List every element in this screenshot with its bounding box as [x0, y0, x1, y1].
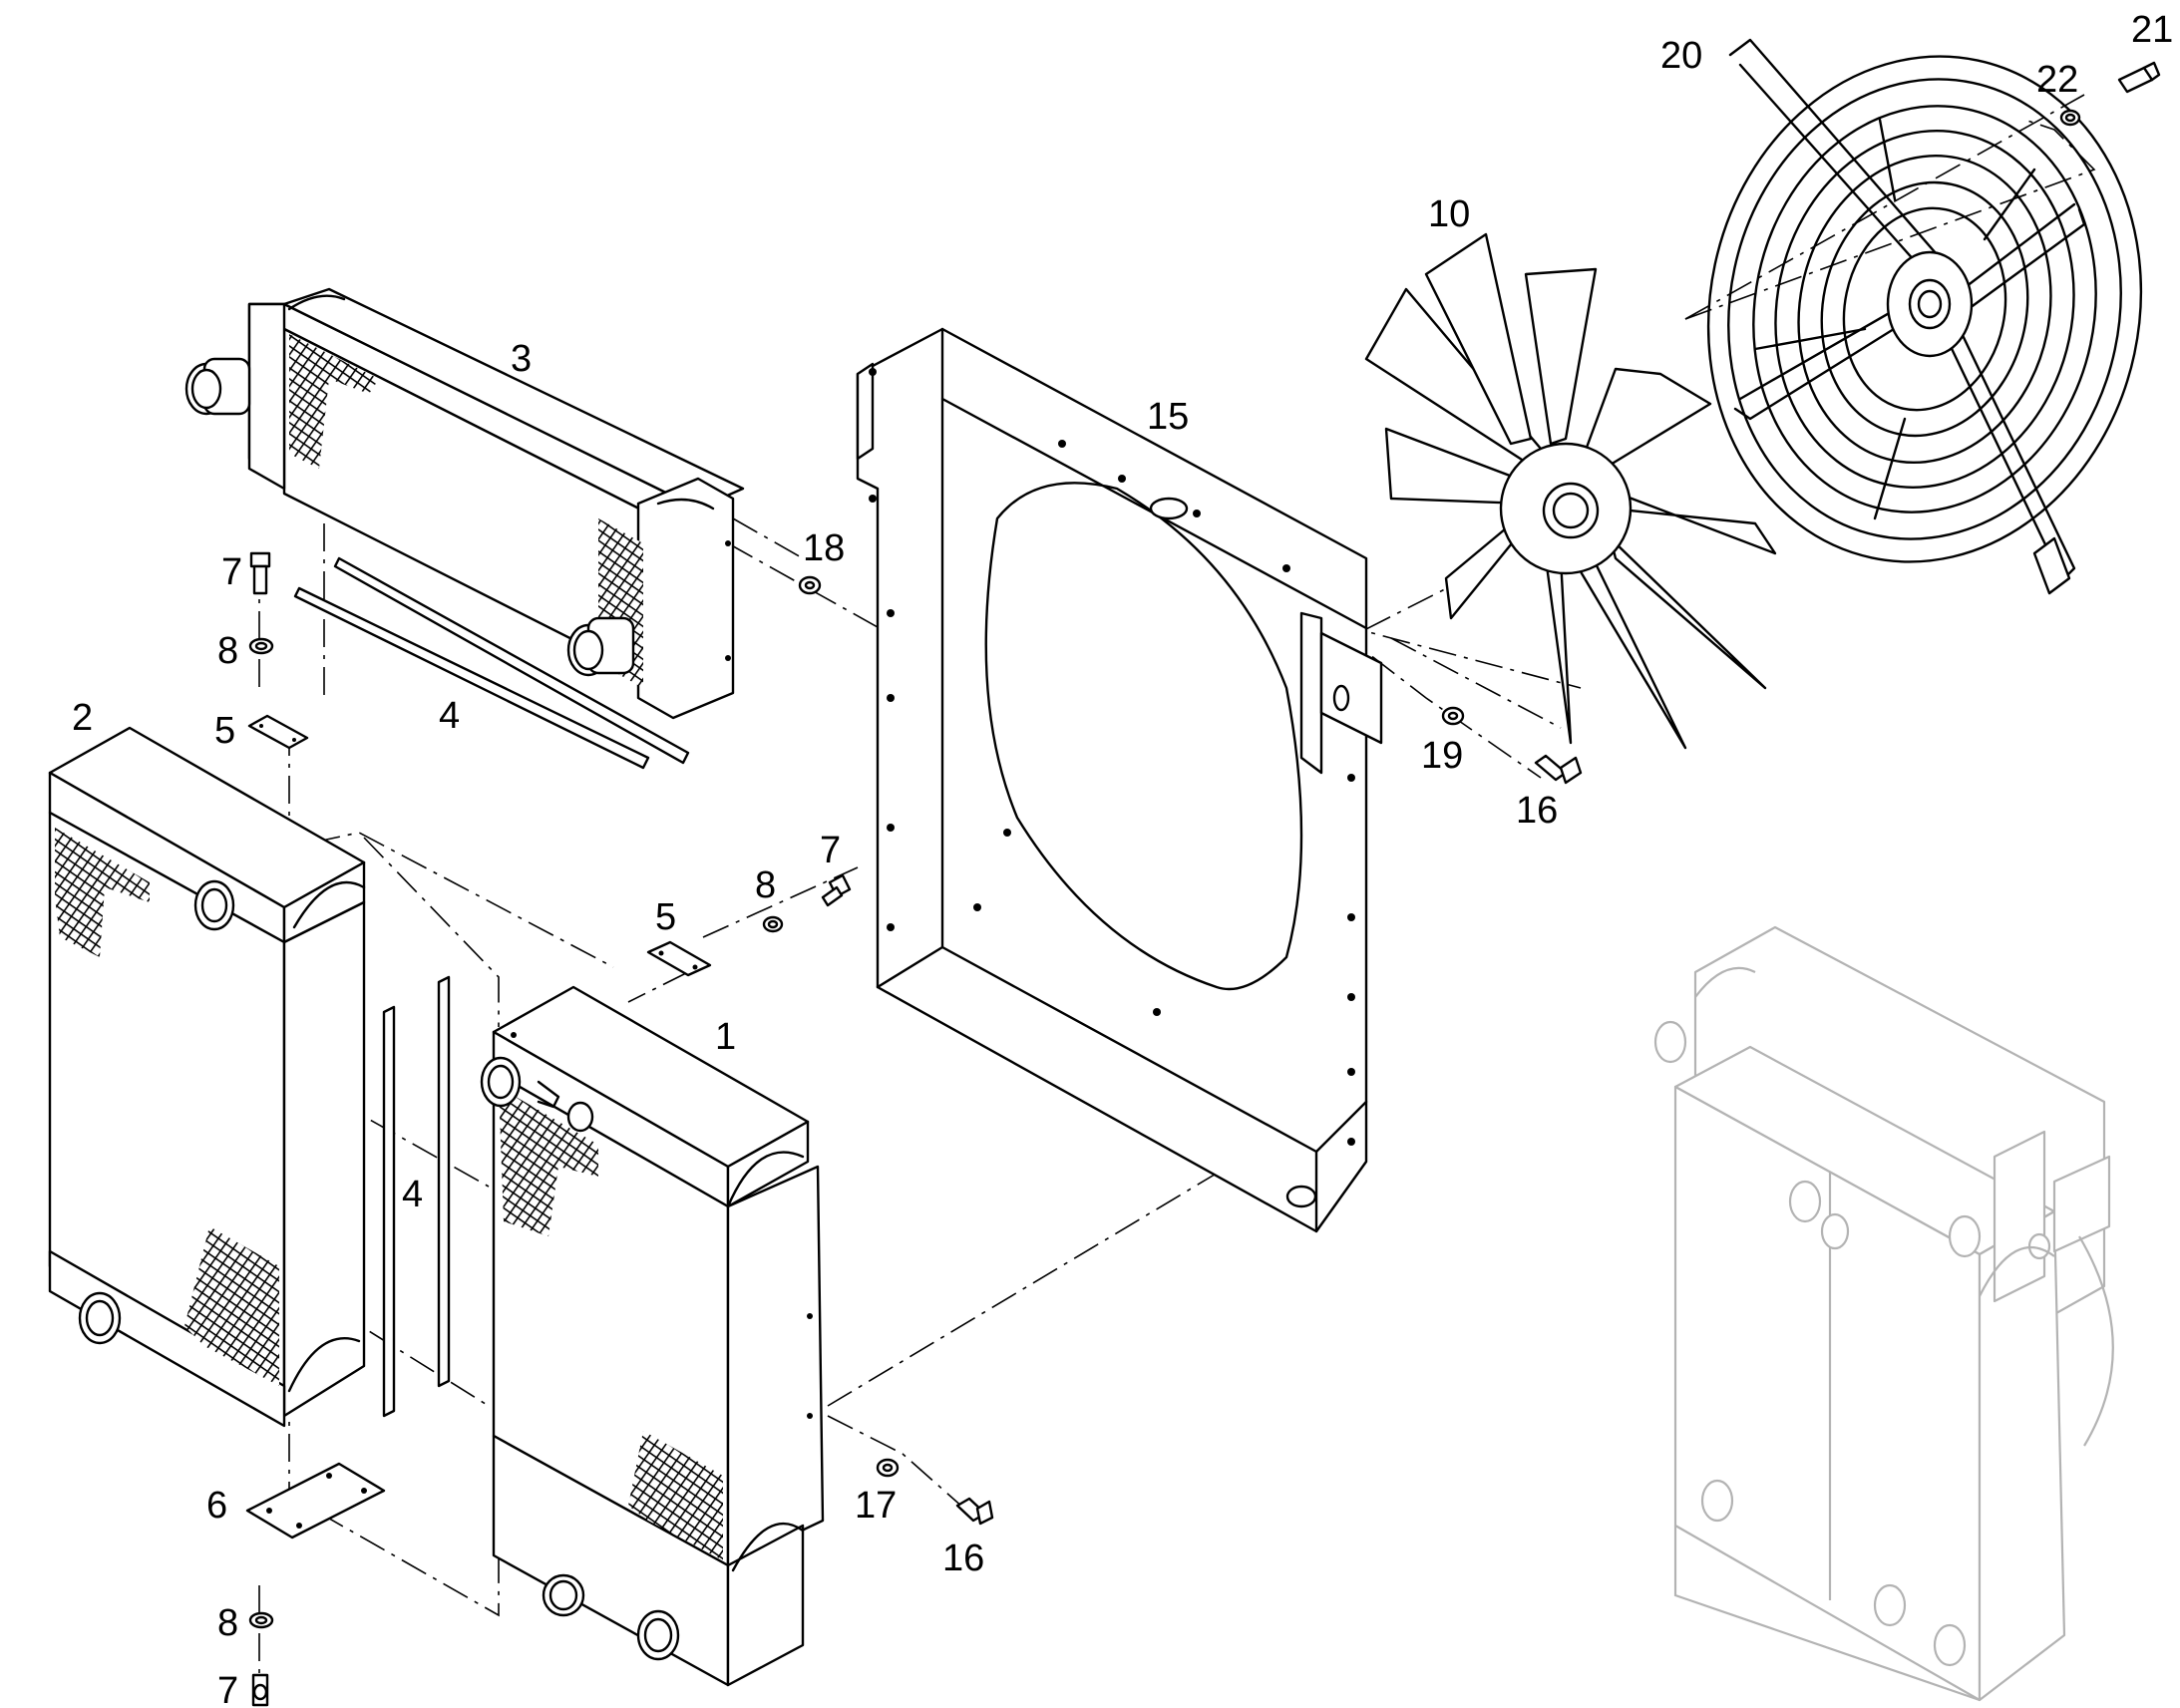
seal-strip-part-4-upper — [293, 556, 690, 770]
callout-7-lower: 7 — [217, 1670, 238, 1708]
callout-10: 10 — [1428, 193, 1470, 235]
callout-16-lower: 16 — [942, 1537, 984, 1579]
callout-16-right: 16 — [1516, 790, 1558, 832]
hardware — [245, 61, 2161, 1707]
callout-4-upper: 4 — [439, 695, 460, 737]
callout-19: 19 — [1421, 735, 1463, 777]
callout-3: 3 — [511, 338, 532, 380]
callout-5-upper: 5 — [214, 710, 235, 752]
callout-4-lower: 4 — [402, 1174, 423, 1215]
fan-shroud-part-15 — [856, 327, 1383, 1233]
callout-labels: 20 21 22 10 15 3 18 7 8 5 4 2 19 16 7 8 … — [72, 9, 2173, 1708]
callout-22: 22 — [2036, 59, 2078, 101]
assembled-view-ghost — [1653, 925, 2114, 1702]
seal-strip-part-4-vertical — [382, 975, 451, 1418]
callout-8-upper: 8 — [217, 630, 238, 672]
callout-7-middle: 7 — [820, 830, 841, 871]
fan-part-10 — [1364, 232, 1777, 750]
callout-7-upper: 7 — [221, 551, 242, 593]
fan-guard-part-20 — [1706, 38, 2143, 595]
callout-15: 15 — [1147, 396, 1189, 438]
callout-1: 1 — [715, 1016, 736, 1058]
radiator-part-2 — [48, 726, 366, 1428]
callout-18: 18 — [803, 527, 845, 569]
callout-6: 6 — [206, 1485, 227, 1527]
oil-cooler-part-3 — [184, 287, 745, 720]
callout-5-middle: 5 — [655, 896, 676, 938]
callout-17: 17 — [855, 1485, 897, 1527]
callout-8-lower: 8 — [217, 1602, 238, 1644]
radiator-part-1 — [480, 985, 825, 1687]
callout-2: 2 — [72, 697, 93, 739]
callout-20: 20 — [1660, 35, 1702, 77]
callout-8-middle: 8 — [755, 864, 776, 906]
callout-21: 21 — [2131, 9, 2173, 51]
